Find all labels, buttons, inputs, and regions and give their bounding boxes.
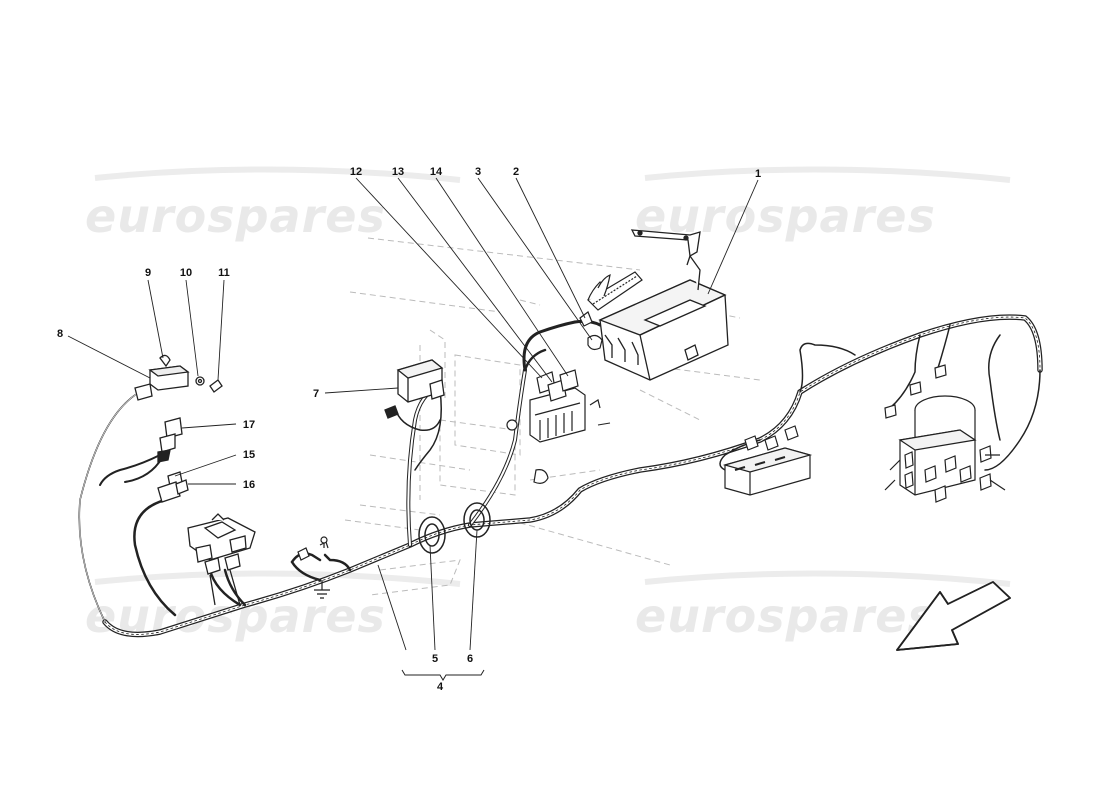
leader-lines [67,177,759,651]
callout-6: 6 [467,653,473,665]
callout-10: 10 [180,267,192,279]
relay-14 [559,369,579,392]
callout-labels: 1 2 3 4 5 6 7 8 9 10 11 12 13 14 15 16 1… [57,166,761,693]
callout-13: 13 [392,166,404,178]
callout-11: 11 [218,267,230,279]
grommet-5 [418,516,446,554]
watermark-bottom-right: eurospares [635,570,1011,643]
direction-arrow-icon [896,581,1011,651]
connector-15-16 [157,471,189,503]
callout-2: 2 [513,166,519,178]
switch-assembly [187,513,256,606]
callout-17: 17 [243,419,255,431]
wiring-harness [78,314,1043,638]
callout-16: 16 [243,479,255,491]
callout-7: 7 [313,388,319,400]
sensor-8-assembly [134,354,223,401]
watermark-top-left: eurospares [85,166,461,243]
watermark-top-right: eurospares [635,166,1011,243]
callout-14: 14 [430,166,443,178]
callout-9: 9 [145,267,151,279]
callout-8: 8 [57,328,63,340]
callout-4: 4 [437,681,444,693]
watermark-text: eurospares [635,589,936,643]
relay-fuse-box [529,369,611,443]
ecu-connector-plug [587,271,643,311]
callout-3: 3 [475,166,481,178]
callout-5: 5 [432,653,438,665]
clip-2 [579,311,593,327]
ecu-bracket [630,229,701,258]
callout-1: 1 [755,168,761,180]
electronic-module-7 [384,359,445,419]
bracket-brace-4 [401,669,485,681]
control-unit-ecu [598,229,729,381]
grommet-small [506,419,549,484]
hydraulic-unit [884,364,1006,503]
bolt-11 [209,379,223,393]
callout-12: 12 [350,166,362,178]
ground-symbol-icon [314,580,330,599]
watermark-text: eurospares [85,189,386,243]
ground-point [297,536,329,561]
body-panel-outline [344,237,761,596]
pump-valve-block [722,425,813,496]
callout-15: 15 [243,449,255,461]
relay-17 [157,417,183,463]
